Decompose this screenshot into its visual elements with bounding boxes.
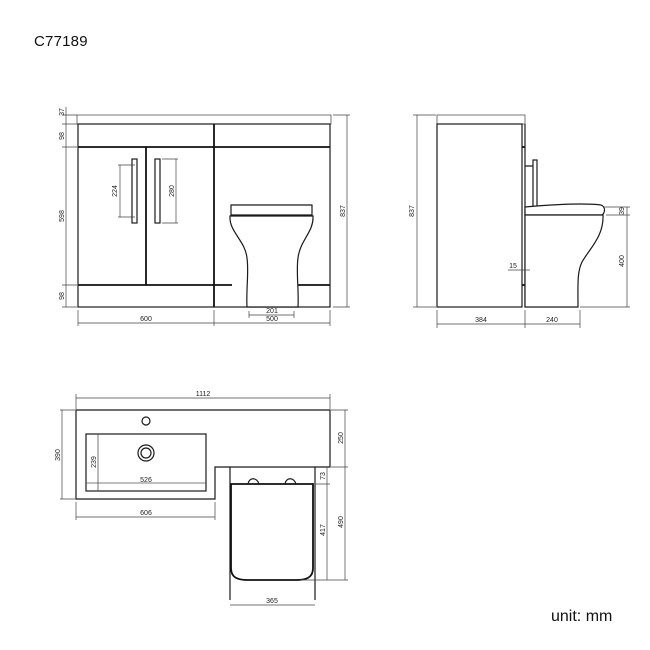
- dim-side-overall-height: 837: [409, 205, 416, 217]
- dim-door-thickness: 15: [509, 263, 517, 270]
- dim-basin-unit-width: 606: [140, 510, 152, 517]
- dim-seat-thickness: 39: [619, 207, 626, 215]
- dim-pan-height: 400: [619, 255, 626, 267]
- dim-inner-basin-width: 526: [140, 477, 152, 484]
- front-carcass: [77, 123, 331, 308]
- dim-pan-base-width: 201: [266, 308, 278, 315]
- dim-pan-width: 365: [266, 598, 278, 605]
- seat-hinges: [247, 478, 297, 485]
- side-carcass: [436, 123, 523, 308]
- dim-wc-total-depth: 490: [338, 516, 345, 528]
- plan-basin-bowl: [85, 433, 207, 492]
- dim-pan-offset: 73: [320, 472, 327, 480]
- dim-handle-centres: 224: [112, 185, 119, 197]
- dim-inner-basin-depth: 239: [91, 456, 98, 468]
- plan-toilet-pan: [230, 483, 314, 581]
- front-worktop: [76, 114, 332, 125]
- dim-pan-projection: 240: [546, 317, 558, 324]
- product-code-title: C77189: [34, 33, 88, 50]
- dim-cabinet-depth: 384: [475, 317, 487, 324]
- dim-pan-length: 417: [320, 524, 327, 536]
- dim-wc-unit-width: 500: [266, 316, 278, 323]
- dim-top-rail: 98: [59, 132, 66, 140]
- basin-waste-inner: [140, 447, 152, 459]
- front-view: 224 280 37 98 598 98 837 600 500 201: [59, 107, 350, 326]
- dim-wc-top-depth: 250: [338, 432, 345, 444]
- side-toilet-pan: [524, 214, 604, 308]
- plan-worktop-outline: [75, 409, 331, 500]
- basin-waste-outer: [137, 444, 155, 462]
- dim-door-height: 598: [59, 210, 66, 222]
- dim-overall-width: 1112: [196, 391, 211, 398]
- side-worktop: [436, 114, 526, 125]
- dim-handle-length: 280: [169, 185, 176, 197]
- left-door-handle: [131, 158, 138, 224]
- dim-front-overall-height: 837: [340, 205, 347, 217]
- side-toilet-seat: [524, 203, 606, 216]
- dim-plinth: 98: [59, 292, 66, 300]
- dim-basin-depth: 390: [55, 449, 62, 461]
- side-view: 837 15 39 400 384 240: [409, 114, 630, 328]
- dim-vanity-width: 600: [140, 316, 152, 323]
- front-toilet-pan: [229, 215, 314, 308]
- plan-view: 239 526 1112 390 606 250 490 73 417 365: [55, 391, 348, 606]
- front-toilet-seat: [230, 204, 313, 216]
- dim-worktop-thickness: 37: [59, 108, 66, 116]
- unit-label: unit: mm: [551, 608, 613, 625]
- tap-hole: [141, 416, 151, 426]
- right-door-handle: [154, 158, 161, 224]
